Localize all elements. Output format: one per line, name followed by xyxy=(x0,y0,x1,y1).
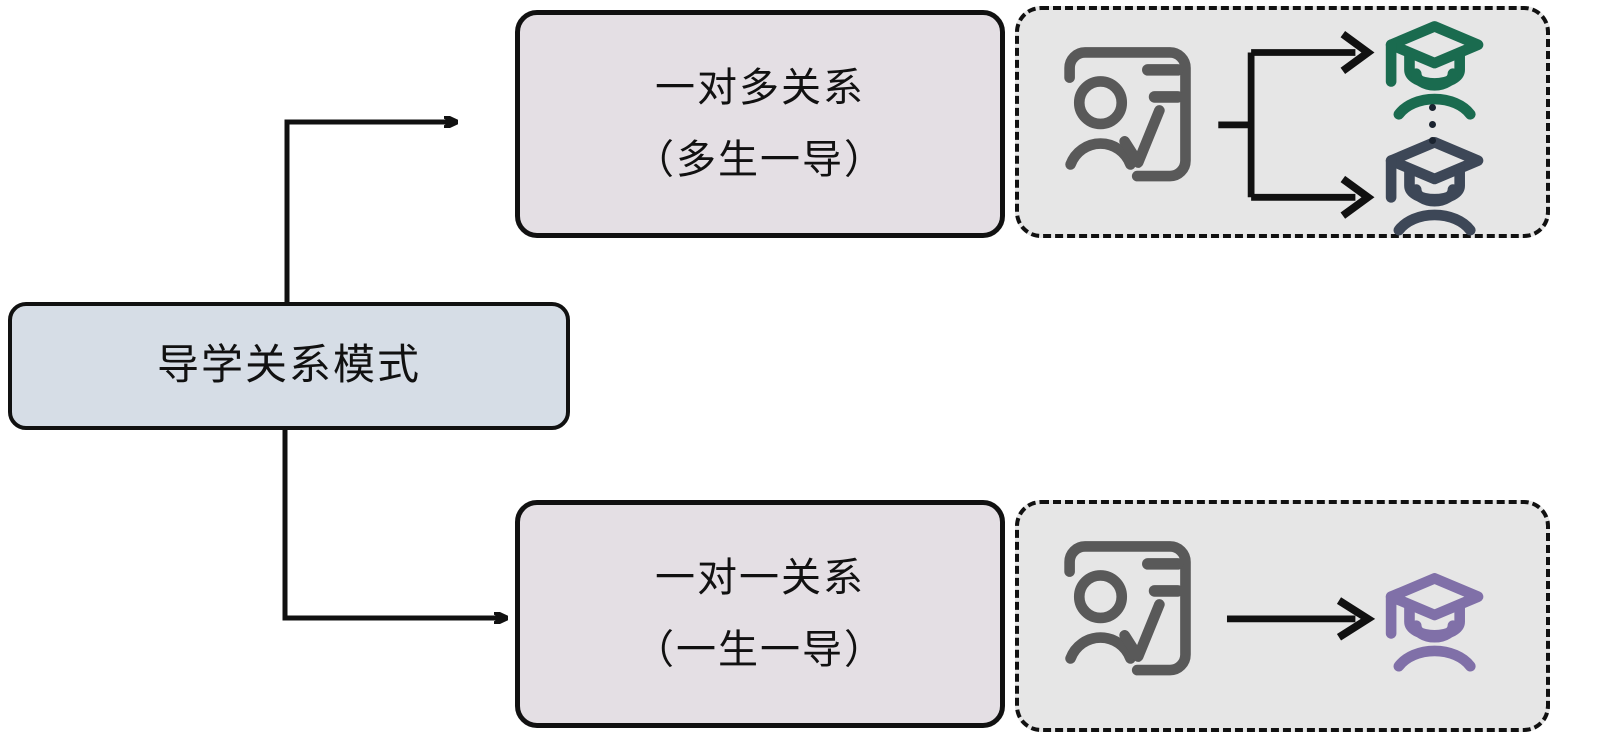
node-root-label: 导学关系模式 xyxy=(156,342,421,389)
connector-root-to-one-to-one xyxy=(282,427,505,618)
students-ellipsis-icon xyxy=(1425,104,1439,144)
node-one-to-one[interactable]: 一对一关系 （一生一导） xyxy=(515,500,1005,728)
ellipsis-dot xyxy=(1428,104,1436,111)
illustration-one-to-many xyxy=(1064,21,1484,236)
illustration-panel-one-to-one xyxy=(1015,500,1550,732)
graduate-icon-purple xyxy=(1385,573,1484,672)
teacher-id-card-icon xyxy=(1064,541,1191,676)
branching-arrowheads xyxy=(1340,31,1375,219)
connector-root-to-one-to-many xyxy=(284,122,455,305)
ellipsis-dot xyxy=(1428,137,1436,144)
node-root-advising-relationship-modes[interactable]: 导学关系模式 xyxy=(8,302,570,430)
illustration-panel-one-to-many xyxy=(1015,6,1550,238)
node-one-to-many-title: 一对多关系 xyxy=(655,65,865,110)
straight-arrowhead xyxy=(1336,597,1376,641)
branching-arrow xyxy=(1218,49,1356,201)
node-one-to-many-subtitle: （多生一导） xyxy=(634,137,886,182)
graduate-icon-slate xyxy=(1385,136,1484,236)
ellipsis-dot xyxy=(1428,120,1436,128)
graduate-icon-green xyxy=(1385,21,1484,120)
teacher-id-card-icon xyxy=(1064,47,1191,182)
node-one-to-one-title: 一对一关系 xyxy=(655,555,865,600)
node-one-to-many[interactable]: 一对多关系 （多生一导） xyxy=(515,10,1005,238)
illustration-one-to-one xyxy=(1064,541,1484,676)
node-one-to-one-subtitle: （一生一导） xyxy=(634,627,886,672)
